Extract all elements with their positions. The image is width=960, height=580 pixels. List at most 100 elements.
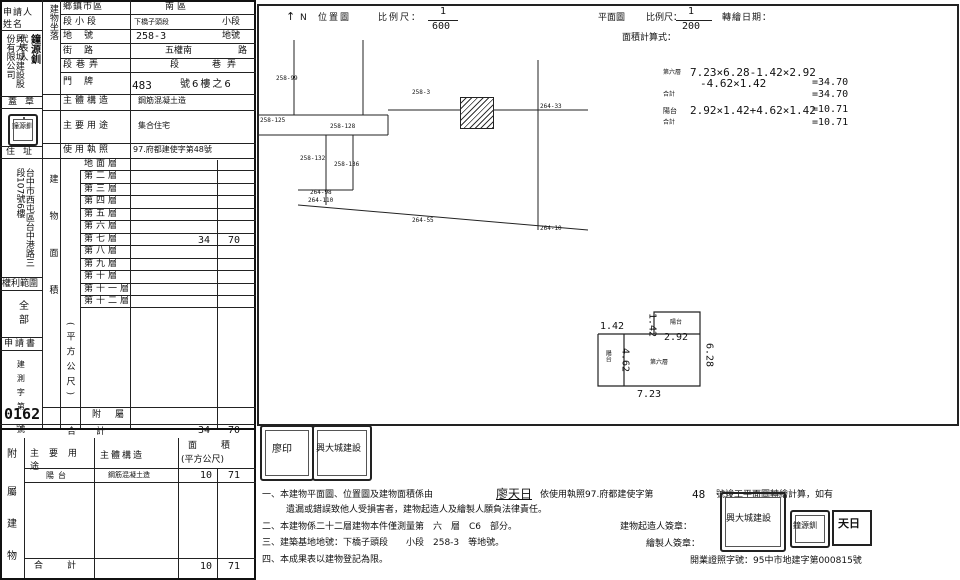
license-label: 使用執照 xyxy=(63,145,112,155)
parcel-label: 258-3 xyxy=(412,89,431,96)
attached-total-label: 合計 xyxy=(34,561,101,571)
parcel-label: 264-55 xyxy=(412,217,434,224)
company-seal-text: 興大城建設 xyxy=(316,444,362,454)
floor-plan xyxy=(597,311,701,387)
company-seal-stamp xyxy=(312,425,372,481)
note-4: 四、本成果表以建物登記為限。 xyxy=(262,555,389,565)
location-label: 建物坐落 xyxy=(47,4,58,40)
plan-calc-label: 面積計算式： xyxy=(622,33,677,43)
parcel-label: 264-98 xyxy=(310,189,332,196)
owner-rep-name: 鐘源釧 xyxy=(28,34,40,64)
note-1a: 一、本建物平面圖、位置圖及建物面積係由 xyxy=(262,490,434,500)
floor-label: 第十一層 xyxy=(84,284,133,294)
floor-label: 第七層 xyxy=(84,234,121,244)
plan-scale-den: 200 xyxy=(682,21,701,32)
parcel-label: 258-99 xyxy=(276,75,298,82)
attached-side-4: 物 xyxy=(7,551,17,562)
plan-label-floor: 第六層 xyxy=(650,359,669,366)
parcel-label: 264-110 xyxy=(308,197,334,204)
attached-side-3: 建 xyxy=(7,519,17,530)
dim-mid: 2.92 xyxy=(664,332,689,343)
calc-result-3: =34.70 xyxy=(812,89,849,100)
section-label: 段小段 xyxy=(63,17,100,27)
city-label: 鄉鎮市區 xyxy=(63,2,104,12)
floor-label: 第五層 xyxy=(84,209,121,219)
dim-right: 6.28 xyxy=(703,343,715,368)
dim-left: 4.62 xyxy=(619,348,631,373)
note-sign-1: 建物起造人簽章： xyxy=(620,522,693,532)
calc-result-4: =10.71 xyxy=(812,104,849,115)
app-no-label: 申請書 xyxy=(4,339,38,349)
lane-suffix: 巷弄 xyxy=(212,60,243,70)
note-sign-2: 繪製人簽章： xyxy=(646,539,701,549)
parcel-label: 258-125 xyxy=(260,117,286,124)
total-int: 34 xyxy=(198,425,211,436)
note-1b: 依使用執照97.府都建使字第 xyxy=(540,490,654,500)
app-no-suffix: 號 xyxy=(16,425,26,435)
address-label: 住址 xyxy=(6,147,41,157)
lane-label: 段巷弄 xyxy=(63,60,103,70)
drafter-sign-text: 天日 xyxy=(838,517,860,530)
door-suffix: 號6樓之6 xyxy=(180,79,233,90)
plan-date-label: 轉繪日期： xyxy=(722,13,773,23)
floor-label: 第十層 xyxy=(84,271,121,281)
dim-top-left: 1.42 xyxy=(600,321,625,332)
total-dec: 70 xyxy=(228,425,241,436)
use-label: 主要用途 xyxy=(63,121,112,131)
floor-label: 第八層 xyxy=(84,246,121,256)
calc-label-3: 合計 xyxy=(663,91,676,98)
note-2: 二、本建物係二十二層建物本件僅測量第 六 層 C6 部分。 xyxy=(262,522,518,532)
area-unit: (平方公尺) xyxy=(64,322,75,402)
door-label: 門牌 xyxy=(63,77,106,87)
floor-label: 第六層 xyxy=(84,221,121,231)
attached-side-2: 屬 xyxy=(7,487,17,498)
structure-label: 主體構造 xyxy=(63,96,112,106)
note-1d: 遺漏或錯誤致他人受損害者，建物起造人及繪製人願負法律責任。 xyxy=(286,505,548,515)
street-label: 街路 xyxy=(63,46,106,56)
plan-label-balcony2: 陽台 xyxy=(604,350,612,362)
parcel-label: 264-33 xyxy=(540,103,562,110)
total-label: 合計 xyxy=(67,427,126,437)
lane-value: 段 xyxy=(170,60,180,70)
owner-company-stamp-text: 興大城建設 xyxy=(726,514,772,524)
rights-value: 全部 xyxy=(16,300,28,328)
applicant-label: 申請人姓名 xyxy=(3,8,34,30)
calc-label-5: 合計 xyxy=(663,119,676,126)
dim-bottom: 7.23 xyxy=(637,389,662,400)
calc-label-4: 陽台 xyxy=(663,107,677,115)
map-scale-label: 比例尺： xyxy=(378,13,423,23)
subject-parcel xyxy=(460,97,494,129)
rights-label: 權利範圍 xyxy=(2,279,39,289)
plan-label-balcony: 陽台 xyxy=(670,319,683,326)
floor-label: 第四層 xyxy=(84,196,121,206)
note-license-no: 開業證照字號：95中市地建字第000815號 xyxy=(690,556,862,566)
attached-row-int: 10 xyxy=(200,470,213,481)
use-value: 集合住宅 xyxy=(138,121,170,130)
owner-seal-stamp: 鐘源釧 xyxy=(8,114,38,146)
note-1-name: 廖天日 xyxy=(496,487,533,501)
floor-label: 地面層 xyxy=(84,159,121,169)
attached-col-area-unit: (平方公尺) xyxy=(181,455,225,465)
section-suffix: 小段 xyxy=(222,17,241,27)
structure-value: 鋼筋混凝土造 xyxy=(138,96,186,105)
note-1c: 號竣工平面圖轉繪計算，如有 xyxy=(716,490,834,500)
north-arrow: ↑ xyxy=(286,10,296,23)
lot-label: 地號 xyxy=(63,31,106,41)
floor-label: 第三層 xyxy=(84,184,121,194)
attached-row-dec: 71 xyxy=(228,470,241,481)
attached-table: 附 屬 建 物 主要用途 主體構造 面積 (平方公尺) 陽台 鋼筋混凝土造 10… xyxy=(0,428,256,580)
parcel-label: 258-128 xyxy=(330,123,356,130)
area-label: 建物面積 xyxy=(47,174,58,322)
license-value: 97.府都建使字第48號 xyxy=(133,145,212,154)
section-value: 下橋子頭段 xyxy=(134,18,169,26)
floor6-int: 34 xyxy=(198,235,211,246)
attached-col-area: 面積 xyxy=(188,441,255,451)
left-table: 申請人姓名 興大城建設股份有限公司 代表人 鐘源釧 蓋章 鐘源釧 住址 台中市西… xyxy=(0,0,256,580)
drafter-sign-stamp xyxy=(832,510,872,546)
annex-label: 附屬 xyxy=(92,410,139,420)
map-scale-den: 600 xyxy=(432,21,451,32)
calc-expr-1: 7.23×6.28-1.42×2.92 xyxy=(690,66,816,79)
note-3: 三、建築基地地號：下橋子頭段 小段 258-3 等地號。 xyxy=(262,538,505,548)
street-suffix: 路 xyxy=(238,46,248,56)
attached-row-struct: 鋼筋混凝土造 xyxy=(108,471,150,479)
